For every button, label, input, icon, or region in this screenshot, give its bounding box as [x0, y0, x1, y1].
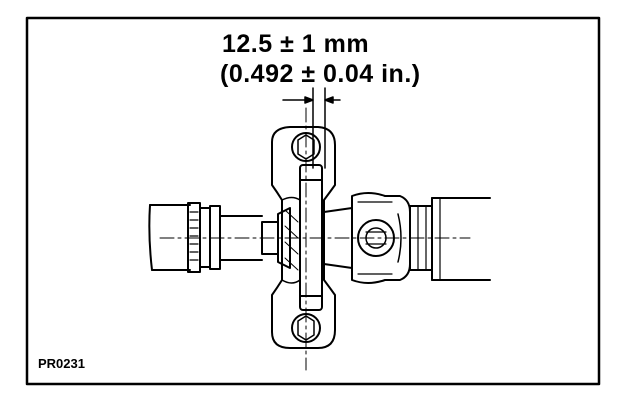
yoke-hatching	[284, 209, 299, 271]
figure-code-label: PR0231	[38, 356, 85, 371]
right-shaft	[409, 197, 491, 281]
dimension-metric-label: 12.5 ± 1 mm	[222, 30, 370, 58]
dimension-marker	[282, 87, 341, 169]
frame-border	[25, 16, 601, 386]
dimension-imperial-label: (0.492 ± 0.04 in.)	[220, 60, 421, 88]
